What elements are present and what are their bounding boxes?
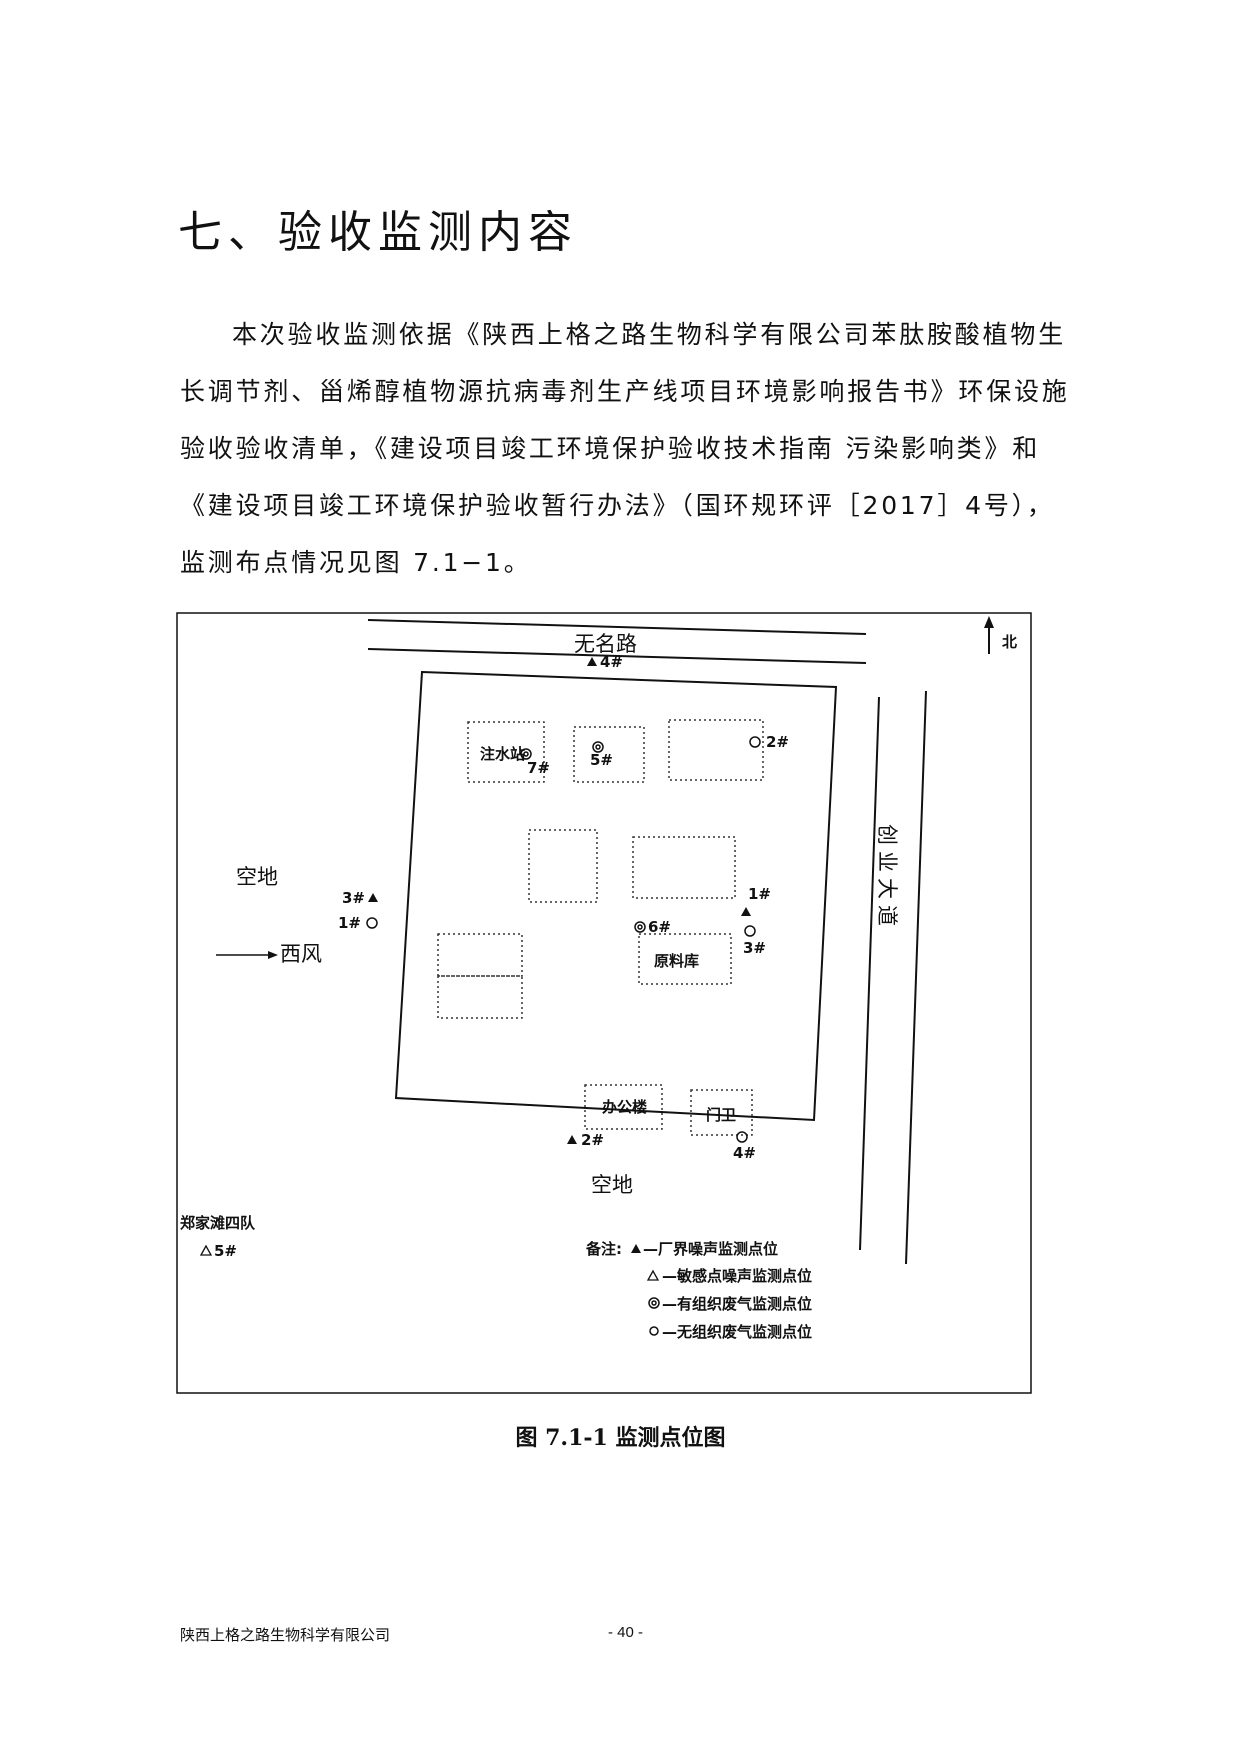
legend-organized-gas-icon: [648, 1297, 660, 1309]
wind-label: 西风: [280, 942, 322, 966]
noise-point-2-icon: [567, 1135, 577, 1144]
monitoring-site-map: 无名路 创业大道 北 注水站 原料库 办公楼 门卫: [176, 612, 1032, 1394]
gate-label: 门卫: [706, 1106, 736, 1124]
fugitive-gas-point-4-icon: [736, 1131, 748, 1143]
organized-gas-point-6-label: 6#: [648, 918, 671, 936]
noise-point-4-label: 4#: [600, 653, 623, 671]
footer-company: 陕西上格之路生物科学有限公司: [180, 1626, 391, 1644]
organized-gas-point-6-inner: [637, 924, 643, 930]
building-top-middle: [573, 726, 645, 783]
building-water-station: [467, 721, 545, 783]
north-arrow-icon: [984, 616, 994, 628]
legend-noise-sensitive-icon: [646, 1269, 660, 1281]
village-label: 郑家滩四队: [180, 1214, 256, 1232]
east-road-line-right: [905, 690, 927, 1265]
body-paragraph: 本次验收监测依据《陕西上格之路生物科学有限公司苯肽胺酸植物生长调节剂、甾烯醇植物…: [180, 320, 1070, 577]
organized-gas-point-7-label: 7#: [527, 759, 550, 777]
noise-point-1-icon: [741, 907, 751, 916]
section-heading: 七、验收监测内容: [178, 207, 578, 258]
building-gate: [690, 1089, 753, 1136]
building-office: [584, 1084, 663, 1130]
fugitive-gas-point-3-label: 3#: [743, 939, 766, 957]
legend-fugitive-gas-icon: [649, 1326, 659, 1336]
map-drawing: 无名路 创业大道 北 注水站 原料库 办公楼 门卫: [176, 612, 1032, 1394]
legend-organized-gas-inner: [651, 1300, 657, 1306]
north-road-line-top: [367, 619, 867, 635]
sensitive-point-5-label: 5#: [214, 1242, 237, 1260]
wind-arrow-icon: [268, 951, 278, 959]
legend-noise-boundary: —厂界噪声监测点位: [643, 1240, 778, 1258]
road-north-label: 无名路: [574, 632, 637, 656]
legend-noise-sensitive: —敏感点噪声监测点位: [662, 1267, 812, 1285]
organized-gas-point-7-inner: [523, 751, 529, 757]
noise-point-4-icon: [587, 657, 597, 666]
north-label: 北: [1002, 633, 1017, 651]
warehouse-label: 原料库: [654, 952, 699, 970]
fugitive-gas-point-1-label: 1#: [338, 914, 361, 932]
fugitive-gas-point-3-icon: [744, 925, 756, 937]
organized-gas-point-5-inner: [595, 744, 601, 750]
organized-gas-point-5-icon: [592, 741, 604, 753]
building-left-upper: [437, 933, 523, 977]
footer-page-number: - 40 -: [608, 1624, 644, 1641]
building-left-lower: [437, 975, 523, 1019]
noise-point-2-label: 2#: [581, 1131, 604, 1149]
north-road-line-bottom: [367, 648, 867, 664]
empty-land-west-label: 空地: [236, 865, 278, 889]
fugitive-gas-point-2-icon: [749, 736, 761, 748]
figure-caption: 图 7.1-1 监测点位图: [515, 1425, 726, 1451]
noise-point-3-icon: [368, 893, 378, 902]
noise-point-1-label: 1#: [748, 885, 771, 903]
map-frame: [176, 612, 1032, 1394]
organized-gas-point-6-icon: [634, 921, 646, 933]
east-road-line-left: [859, 696, 880, 1251]
noise-point-3-label: 3#: [342, 889, 365, 907]
building-warehouse: [638, 933, 732, 985]
building-top-right: [668, 719, 764, 781]
road-east-label: 创业大道: [875, 824, 899, 932]
legend-organized-gas: —有组织废气监测点位: [662, 1295, 812, 1313]
legend-noise-boundary-icon: [631, 1244, 641, 1253]
organized-gas-point-7-icon: [520, 748, 532, 760]
fugitive-gas-point-2-label: 2#: [766, 733, 789, 751]
sensitive-point-5-icon: [199, 1244, 213, 1256]
organized-gas-point-5-label: 5#: [590, 751, 613, 769]
building-center-right: [632, 836, 736, 899]
water-station-label: 注水站: [480, 745, 525, 763]
fugitive-gas-point-4-label: 4#: [733, 1144, 756, 1162]
legend-fugitive-gas: —无组织废气监测点位: [662, 1323, 812, 1341]
plant-boundary: [394, 670, 838, 1122]
empty-land-south-label: 空地: [591, 1173, 633, 1197]
fugitive-gas-point-1-icon: [366, 917, 378, 929]
building-center-left: [528, 829, 598, 903]
legend-title: 备注:: [585, 1240, 622, 1258]
office-label: 办公楼: [602, 1098, 647, 1116]
